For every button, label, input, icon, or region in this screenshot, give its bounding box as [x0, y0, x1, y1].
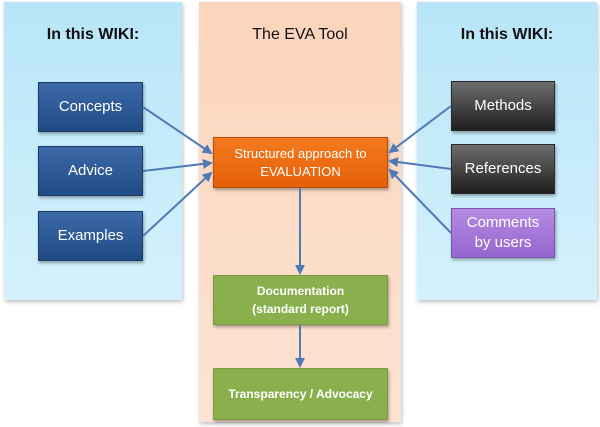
comments-label-line1: Comments	[466, 214, 540, 231]
comments-label-line2: by users	[474, 234, 532, 251]
examples-label: Examples	[57, 227, 124, 244]
documentation-box[interactable]: Documentation (standard report)	[213, 275, 388, 325]
transparency-advocacy-box[interactable]: Transparency / Advocacy	[213, 368, 388, 420]
documentation-label-line2: (standard report)	[252, 302, 349, 316]
concepts-label: Concepts	[58, 98, 123, 115]
structured-label-line2: EVALUATION	[260, 163, 341, 179]
documentation-label-line1: Documentation	[256, 284, 345, 298]
transparency-label: Transparency / Advocacy	[228, 387, 373, 401]
left-panel-title: In this WIKI:	[46, 26, 140, 43]
concepts-box[interactable]: Concepts	[38, 82, 143, 132]
references-box[interactable]: References	[451, 144, 555, 194]
center-panel-title: The EVA Tool	[252, 26, 348, 43]
advice-label: Advice	[67, 162, 114, 179]
right-panel-title: In this WIKI:	[460, 26, 554, 43]
comments-by-users-box[interactable]: Comments by users	[451, 208, 555, 258]
structured-approach-box[interactable]: Structured approach to EVALUATION	[213, 137, 388, 188]
methods-label: Methods	[474, 97, 532, 114]
eva-tool-panel: The EVA Tool	[199, 2, 401, 422]
references-label: References	[464, 160, 542, 177]
methods-box[interactable]: Methods	[451, 81, 555, 131]
structured-label-line1: Structured approach to	[234, 145, 367, 161]
examples-box[interactable]: Examples	[38, 211, 143, 261]
advice-box[interactable]: Advice	[38, 146, 143, 196]
